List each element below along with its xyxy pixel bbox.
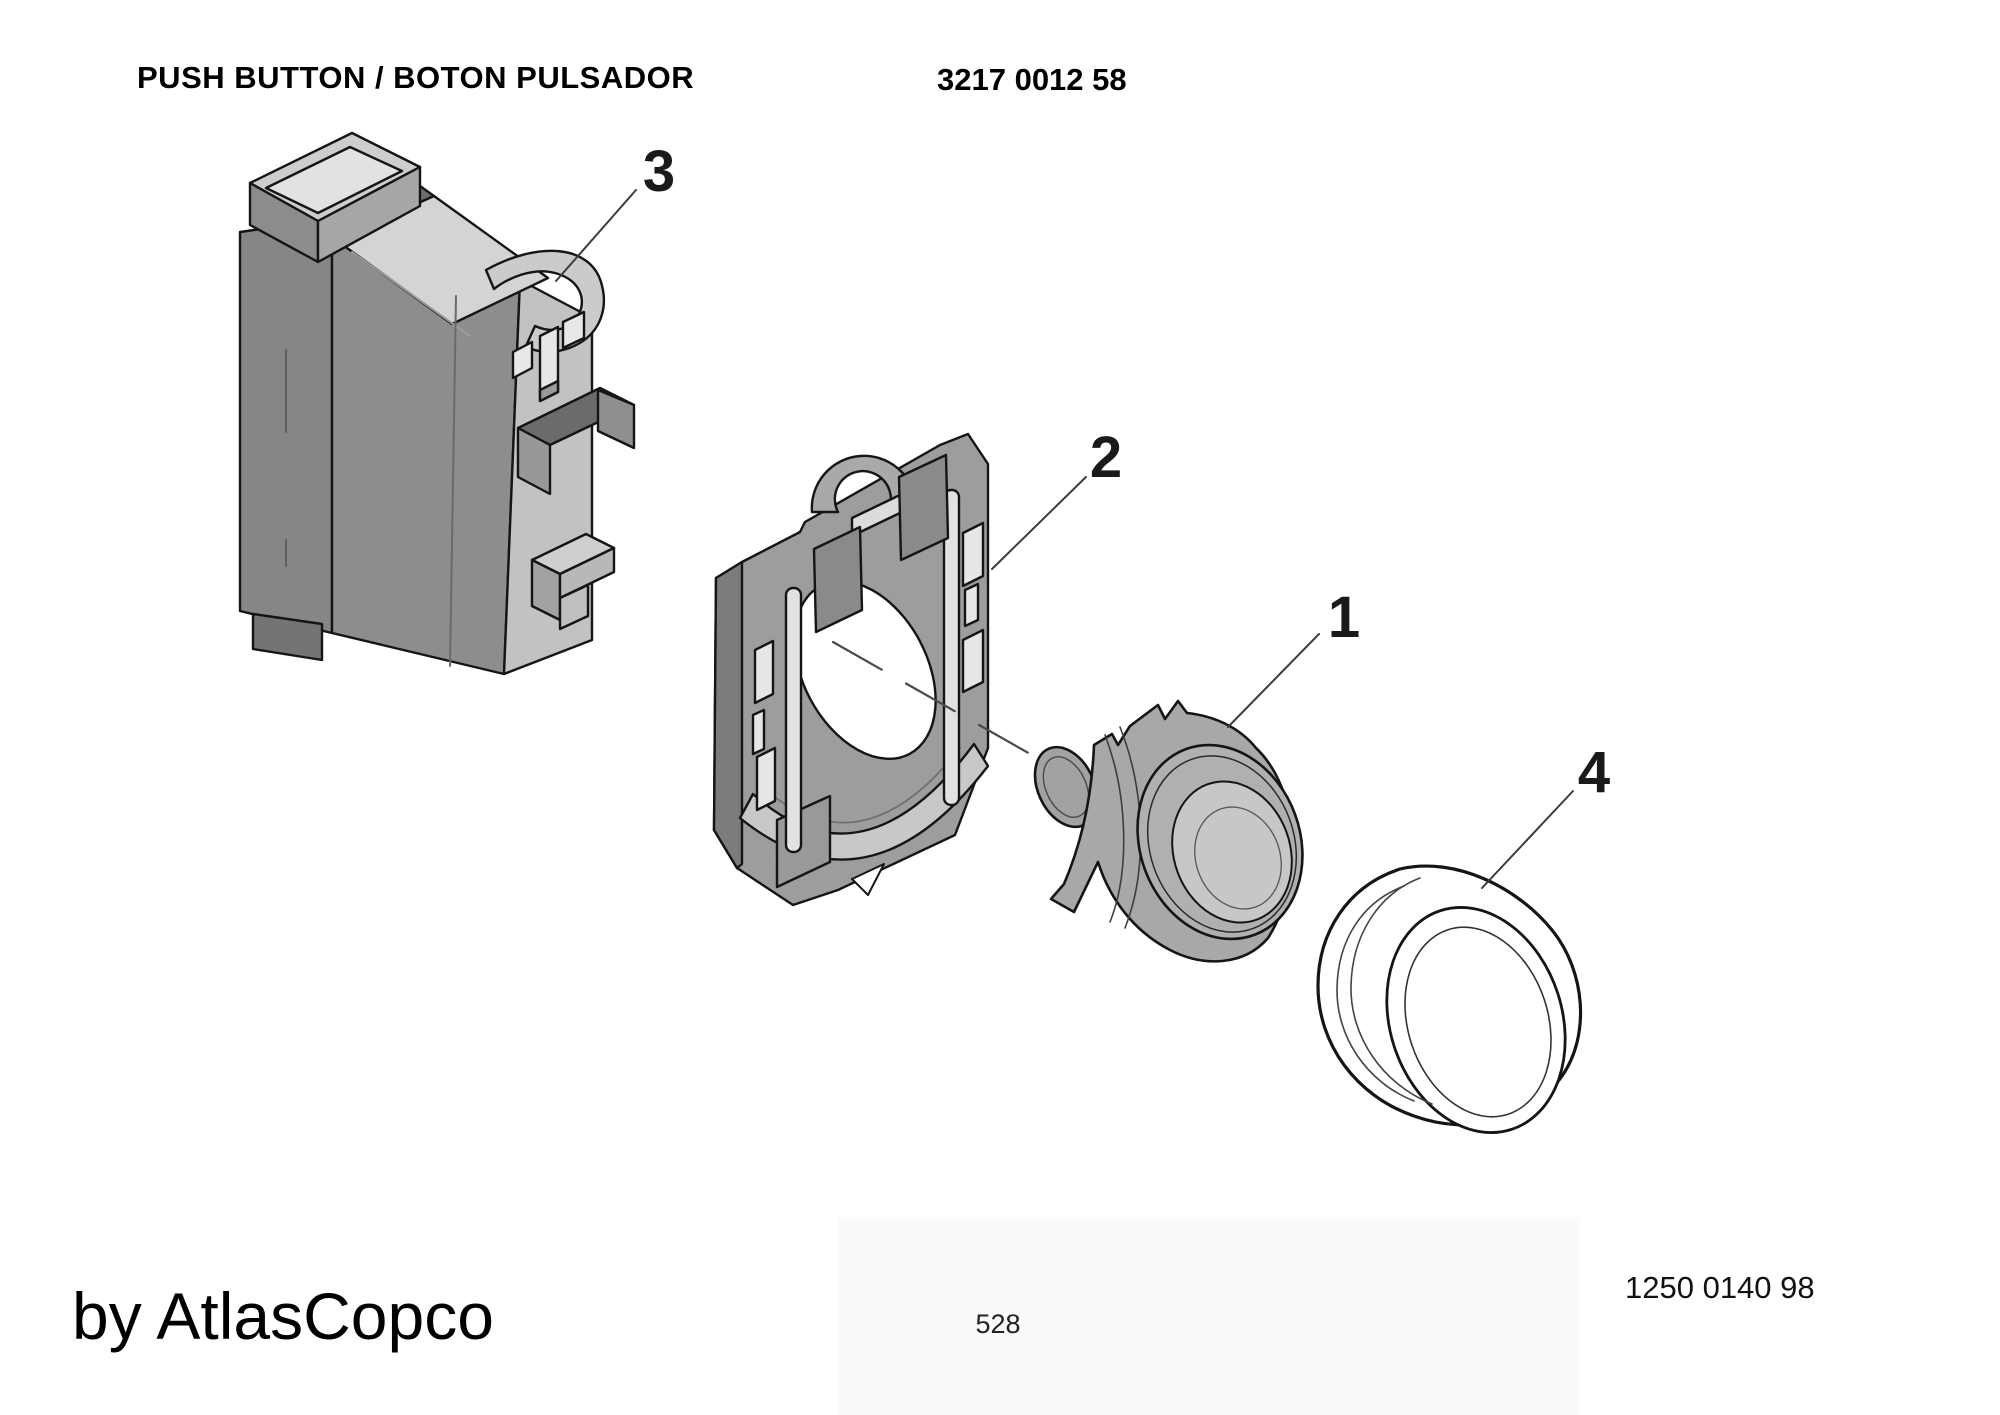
part-2-mounting-collar [712, 432, 990, 907]
leader-1 [1227, 633, 1320, 728]
callout-3: 3 [642, 139, 676, 204]
callout-1: 1 [1327, 585, 1361, 650]
leader-3 [555, 189, 637, 282]
page-number: 528 [975, 1309, 1021, 1339]
part-1-push-button [1033, 699, 1304, 963]
doc-number: 1250 0140 98 [1625, 1270, 1815, 1305]
callout-4: 4 [1577, 740, 1611, 805]
assembly-axis-dashed-line [831, 640, 1048, 765]
leader-2 [991, 476, 1087, 570]
part-number: 3217 0012 58 [937, 62, 1127, 97]
callout-2: 2 [1089, 425, 1123, 490]
callout-leader-lines [555, 189, 1574, 889]
part-3-contact-block [238, 131, 636, 676]
scan-shade-artifact [838, 1217, 1580, 1415]
brand-text: by AtlasCopco [72, 1279, 494, 1353]
leader-4 [1481, 790, 1574, 889]
page-title: PUSH BUTTON / BOTON PULSADOR [137, 60, 695, 95]
part-4-button-cap [1316, 864, 1583, 1134]
